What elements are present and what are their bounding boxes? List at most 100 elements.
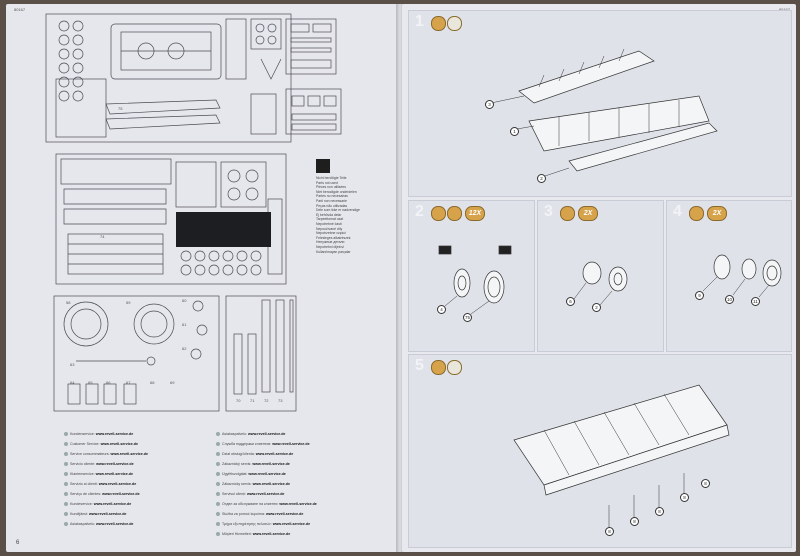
service-line: Customer Service: www.revell-service.de — [64, 442, 138, 447]
service-line: Serviço de clientes: www.revell-service.… — [64, 492, 140, 497]
step-number: 4 — [673, 203, 682, 220]
sprue-label: 72 — [264, 398, 269, 403]
sprue-label: 66 — [106, 380, 111, 385]
legend-line: Niet benodigde onderdelen — [316, 189, 357, 194]
flag-icon — [216, 532, 220, 537]
flag-icon — [216, 452, 220, 457]
part-callout: 8 — [680, 493, 689, 502]
part-callout: 6 — [566, 297, 575, 306]
legend-line: Parts not used — [316, 180, 338, 185]
flag-icon — [64, 432, 68, 437]
service-line: Kundtjänst: www.revell-service.de — [64, 512, 126, 517]
page-gutter — [396, 4, 404, 552]
wheel-parts — [58, 20, 84, 102]
legend-line: Ненужные детали — [316, 240, 345, 245]
quantity-badge: 2X — [707, 206, 727, 221]
step-1-panel: 1 3 1 2 — [408, 10, 792, 197]
service-line: Asiakaspalvelu: www.revell-service.de — [64, 522, 133, 527]
sprue-diagrams — [45, 13, 342, 412]
step-5-drawing — [513, 384, 730, 530]
flag-icon — [216, 522, 220, 527]
unused-parts-legend: Nicht benötigte Teile Parts not used Piè… — [296, 159, 386, 254]
legend-line: Ej behövda delar — [316, 212, 342, 217]
service-line: Service consommateurs: www.revell-servic… — [64, 452, 148, 457]
service-line: Klantenservice: www.revell-service.de — [64, 472, 133, 477]
flag-icon — [64, 522, 68, 527]
part-callout: 2 — [592, 303, 601, 312]
flag-icon — [216, 502, 220, 507]
page-number-left: 6 — [16, 540, 20, 546]
flag-icon — [216, 472, 220, 477]
flag-icon — [216, 432, 220, 437]
service-line: Servisul clienți: www.revell-service.de — [216, 492, 284, 497]
sprue-label: 75 — [118, 106, 123, 111]
service-line: Müşteri Hizmetleri: www.revell-service.d… — [216, 532, 290, 537]
legend-line: Nepotrzebne części — [316, 231, 346, 236]
sprue-label: 71 — [250, 398, 255, 403]
header-code-left: 80167 — [14, 7, 26, 12]
quantity-badge: 2X — [578, 206, 598, 221]
sprue-label: 73 — [278, 398, 283, 403]
service-line: Služba za pomoć kupcima: www.revell-serv… — [216, 512, 303, 517]
service-line: Kundenservice: www.revell-service.de — [64, 432, 133, 437]
part-callout: 4 — [437, 305, 446, 314]
flag-icon — [216, 482, 220, 487]
legend-line: Nicht benötigte Teile — [316, 176, 347, 180]
left-page: 80167 6 — [6, 4, 398, 552]
service-line: Τμήμα εξυπηρέτησης πελατών: www.revell-s… — [216, 522, 310, 527]
part-callout: 1 — [510, 127, 519, 136]
flag-icon — [64, 482, 68, 487]
flag-icon — [64, 462, 68, 467]
service-line: Servicio cliente: www.revell-service.de — [64, 462, 134, 467]
paint-icon — [447, 360, 462, 375]
step-number: 2 — [415, 203, 424, 220]
legend-line: Felesleges alkatrészek — [316, 235, 351, 240]
glue-icon — [431, 16, 446, 31]
sprue-label: 70 — [236, 398, 241, 403]
step-5-panel: 5 8 8 8 8 8 — [408, 354, 792, 548]
sprue-label: 67 — [126, 380, 131, 385]
part-callout: 3 — [485, 100, 494, 109]
service-line: Asiakaspalvelu: www.revell-service.de — [216, 432, 285, 437]
sprue-label: 74 — [100, 234, 105, 239]
sprue-label: 61 — [182, 322, 187, 327]
part-callout: 9 — [695, 291, 704, 300]
track-links — [233, 299, 294, 395]
glue-icon — [689, 206, 704, 221]
sprue-label: 58 — [66, 300, 71, 305]
header-code-right: 80167 — [779, 7, 790, 12]
sprue-label: 60 — [182, 298, 187, 303]
flag-icon — [216, 442, 220, 447]
flag-icon — [64, 452, 68, 457]
sprue-label: 62 — [182, 346, 187, 351]
legend-line: Dele som ikke er nødvendige — [316, 208, 360, 213]
step-4-drawing — [702, 254, 782, 298]
sprue-label: 64 — [70, 380, 75, 385]
legend-line: Parti non necessarie — [316, 198, 347, 203]
part-callout: 8 — [655, 507, 664, 516]
legend-line: Partes no necesarias — [316, 194, 348, 199]
glue-icon — [447, 206, 462, 221]
part-callout: 75 — [463, 313, 472, 322]
part-callout: 8 — [630, 517, 639, 526]
road-wheels-grid — [180, 250, 262, 276]
step-1-drawing — [490, 48, 718, 177]
step-4-panel: 4 2X 9 10 11 — [666, 200, 792, 352]
legend-line: Peças não utilizadas — [316, 203, 348, 208]
part-callout: 10 — [725, 295, 734, 304]
legend-line: Tarpeettomat osat — [316, 217, 344, 222]
flag-icon — [216, 512, 220, 517]
sprue-label: 59 — [126, 300, 131, 305]
service-line: Ügyfélszolgálat: www.revell-service.de — [216, 472, 286, 477]
glue-icon — [431, 206, 446, 221]
part-callout: 11 — [751, 297, 760, 306]
sprue-label: 69 — [170, 380, 175, 385]
flag-icon — [64, 502, 68, 507]
unused-color-swatch — [316, 159, 330, 173]
glue-icon — [431, 360, 446, 375]
service-line: Kundeservice: www.revell-service.de — [64, 502, 131, 507]
flag-icon — [64, 512, 68, 517]
part-callout: 2 — [537, 174, 546, 183]
part-callout: 8 — [701, 479, 710, 488]
